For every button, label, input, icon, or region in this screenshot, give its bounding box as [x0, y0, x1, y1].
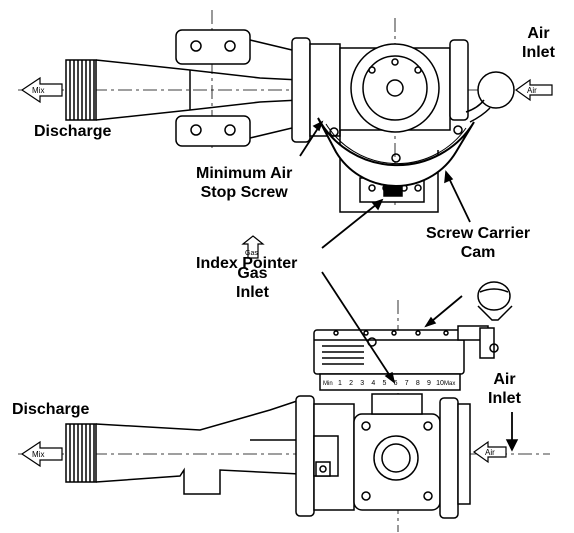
scale-left-tag: Min [323, 381, 333, 387]
top-threaded-discharge-pipe [65, 59, 301, 121]
index-pointer-leader-bottom [321, 271, 395, 383]
scale-right-tag: Max [444, 381, 455, 387]
bottom-threaded-discharge-pipe [65, 399, 301, 495]
scale-tick-label: 7 [405, 380, 409, 387]
top-view: Mix Air [18, 10, 553, 223]
index-pointer-label: Index Pointer [196, 254, 297, 273]
scale-tick-label: 10 [436, 380, 444, 387]
screw-carrier-cam-label: Screw Carrier Cam [426, 224, 530, 262]
air-inlet-top-line-2: Inlet [522, 44, 555, 61]
discharge-bottom-text: Discharge [12, 401, 90, 418]
air-inlet-bottom-label: Air Inlet [488, 370, 521, 408]
scale-tick-label: 3 [360, 380, 364, 387]
min-air-stop-line-2: Stop Screw [200, 184, 288, 201]
index-pointer-arrowhead-top [371, 198, 384, 211]
scale-tick-label: 2 [349, 380, 353, 387]
index-pointer-arrowhead-bottom [384, 371, 396, 384]
min-air-stop-line-1: Minimum Air [196, 165, 293, 182]
top-air-inlet-tube [465, 71, 515, 123]
gas-arrow-tag: Gas [245, 250, 258, 257]
air-inlet-bottom-arrowhead [505, 439, 519, 452]
min-air-stop-label: Minimum Air Stop Screw [196, 164, 292, 202]
bottom-air-arrow-tag: Air [485, 448, 495, 457]
bottom-adjustment-knob [477, 281, 513, 321]
air-inlet-bottom-line-1: Air [493, 371, 516, 388]
air-inlet-bottom-line-2: Inlet [488, 390, 521, 407]
bottom-valve-body [295, 393, 471, 519]
top-air-arrow: Air [514, 78, 553, 102]
bottom-air-arrow: Air [472, 440, 507, 464]
discharge-top-label: Discharge [34, 122, 111, 141]
top-mix-arrow: Mix [20, 76, 63, 104]
top-mix-arrow-tag: Mix [32, 86, 44, 95]
air-inlet-top-label: Air Inlet [522, 24, 555, 62]
gas-inlet-line-2: Inlet [236, 284, 269, 301]
top-air-arrow-tag: Air [527, 86, 537, 95]
discharge-top-text: Discharge [34, 123, 112, 140]
gas-inlet-arrowhead [424, 316, 437, 328]
screw-carrier-cam-line-2: Cam [460, 244, 496, 261]
gas-inlet-label: Gas Inlet [236, 264, 269, 302]
gas-inlet-line-1: Gas [237, 265, 268, 282]
scale-tick-label: 8 [416, 380, 420, 387]
air-inlet-top-line-1: Air [527, 25, 550, 42]
index-pointer-text: Index Pointer [196, 255, 298, 272]
scale-tick-label: 4 [371, 380, 375, 387]
index-pointer-leader-top [321, 199, 383, 249]
min-air-stop-arrowhead [312, 120, 324, 132]
bottom-mix-arrow-tag: Mix [32, 450, 44, 459]
scale-tick-label: 5 [382, 380, 386, 387]
screw-carrier-cam-line-1: Screw Carrier [426, 225, 531, 242]
discharge-bottom-label: Discharge [12, 400, 89, 419]
bottom-mix-arrow: Mix [20, 440, 63, 468]
screw-carrier-cam-arc [317, 117, 475, 187]
scale-tick-label: 1 [338, 380, 342, 387]
gas-arrow: Gas [241, 235, 265, 259]
scale-tick-label: 9 [427, 380, 431, 387]
top-mounting-bracket [175, 29, 293, 147]
bottom-actuator-housing [313, 325, 499, 375]
screw-carrier-cam-arrowhead [444, 170, 454, 184]
scale-tick-label: 6 [394, 380, 398, 387]
top-dial-housing [350, 43, 440, 133]
